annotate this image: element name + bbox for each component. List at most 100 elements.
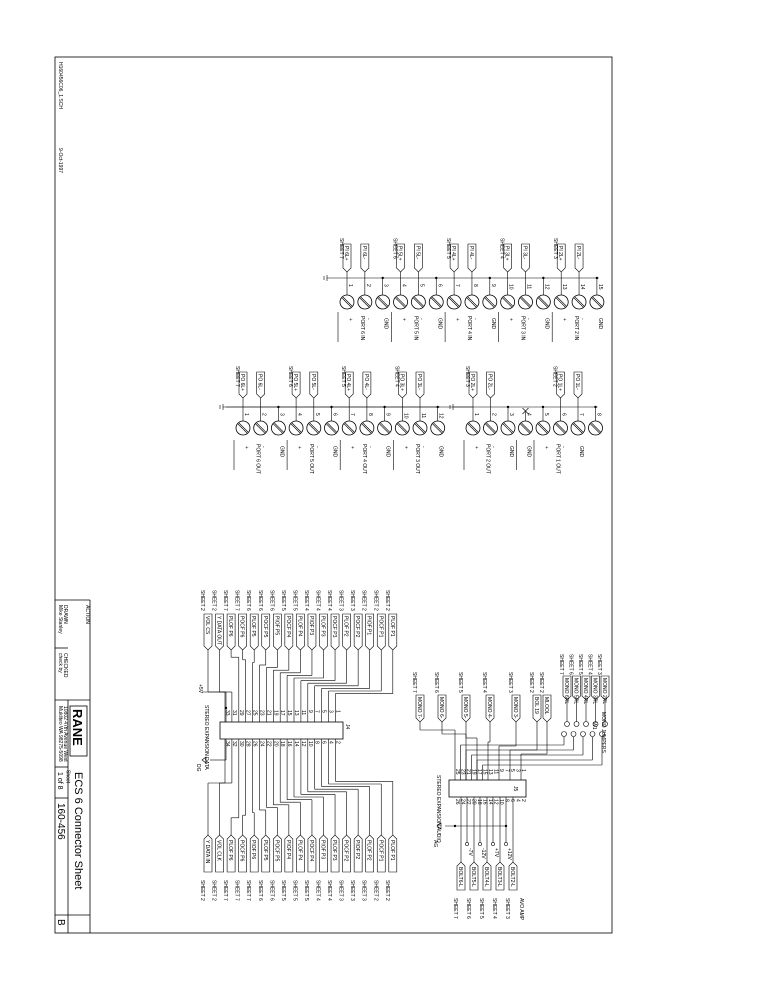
pin-number: 14	[487, 799, 493, 805]
terminal-slot	[555, 423, 565, 434]
port-label: PORT 1 OUT	[555, 444, 561, 474]
terminal-pin-5: 5	[535, 405, 551, 436]
tag-label: PO 4L+	[345, 374, 351, 391]
terminal-circle	[464, 294, 480, 310]
signal-tag: PI 4L+	[449, 243, 459, 273]
pin-number: 12	[543, 284, 549, 290]
screw-terminal	[518, 420, 533, 436]
terminal-slot	[362, 422, 373, 433]
supply-1: -7V	[465, 797, 473, 856]
tag-label: PLOF P4	[296, 840, 302, 861]
signal-tag: POCF P4	[284, 613, 294, 651]
terminal-slot	[468, 422, 479, 433]
terminal-pin-15: 15	[589, 276, 605, 310]
terminal-slot	[380, 422, 390, 433]
sheet-number: 1 of 8	[56, 772, 63, 790]
sheet-reference: SHEET 6	[568, 654, 574, 675]
tag-outline	[591, 675, 600, 701]
pin-number: 24	[259, 741, 265, 747]
screw-terminal	[535, 294, 551, 310]
tag-outline	[467, 243, 477, 273]
screw-terminal	[375, 294, 391, 310]
terminal-slot	[555, 297, 566, 308]
audio-line-top: MONO 7-SHEET 7	[411, 672, 456, 780]
terminal-slot	[520, 297, 530, 308]
pin-number: 14	[579, 284, 585, 290]
signal-tag: MONO 6RL	[562, 675, 572, 704]
signal-tag: PLOF P1	[388, 613, 398, 651]
supply-4: +12V	[504, 797, 512, 860]
revision: B	[55, 919, 66, 926]
screw-terminal	[588, 420, 603, 436]
signal-tag: Y DATA IN	[203, 834, 213, 873]
tag-label: MONO 6-	[438, 697, 444, 719]
tag-label: PLOF P4	[296, 616, 302, 637]
screw-terminal	[518, 294, 533, 310]
signal-tag: PO 5L+	[291, 371, 301, 399]
tag-outline	[486, 371, 495, 399]
sheet-reference: SHEET 5	[478, 898, 484, 919]
signal-tag: BOLT3-L	[495, 861, 505, 891]
tag-label: POCF P3	[331, 616, 337, 638]
pin-number: 3	[508, 413, 514, 416]
port-label: PORT 4 IN	[466, 316, 472, 341]
pin-number: 8	[314, 741, 320, 744]
tag-label: PI 5L+	[397, 246, 403, 261]
terminal-slot	[308, 423, 319, 434]
pin-number: 1	[243, 413, 249, 416]
tag-outline	[307, 834, 317, 873]
terminal-pin-8: 8PI 4L-	[464, 243, 480, 310]
tag-outline	[485, 694, 495, 723]
tag-label: BOLT6-L	[457, 867, 463, 887]
tag-label: PLOF P6	[227, 616, 233, 637]
pin-number: 25	[454, 769, 460, 775]
terminal-circle	[253, 420, 269, 436]
terminal-slot	[290, 423, 301, 434]
supply-terminal	[491, 842, 495, 846]
tag-outline	[508, 861, 518, 891]
terminal-slot	[486, 422, 496, 433]
signal-tag: VOL CS	[203, 613, 213, 651]
pin-number: 22	[465, 799, 471, 805]
pin-number: 25	[252, 710, 258, 716]
tag-label: PO 6L-	[257, 374, 263, 390]
terminal-circle	[570, 420, 586, 436]
tag-outline	[291, 371, 301, 399]
tag-label: MONO 7-	[416, 697, 422, 719]
pin-number: 5	[543, 413, 549, 416]
tag-label: PO 2L+	[469, 374, 475, 391]
terminal-slot	[360, 296, 371, 307]
pin-function-label: GND	[438, 446, 444, 458]
terminal-slot	[537, 423, 548, 434]
signal-tag: PO 4L+	[344, 371, 354, 399]
pin-number: 4	[526, 413, 532, 416]
tag-outline	[307, 613, 317, 651]
tag-label: MONO 3-	[512, 697, 518, 719]
signal-tag: BOLT5-L	[469, 861, 479, 891]
screw-terminal	[394, 420, 410, 436]
supply-label: +7V	[493, 848, 499, 858]
pin-number: 3	[328, 710, 334, 713]
sheet-reference: SHEET 7	[558, 654, 564, 675]
terminal-slot	[343, 423, 354, 434]
terminal-slot	[539, 296, 549, 307]
terminal-pin-1: 1PO 2L+SHEET 3	[464, 366, 481, 436]
terminal-slot	[485, 296, 496, 307]
signal-tag: PLOF P6	[226, 834, 236, 873]
